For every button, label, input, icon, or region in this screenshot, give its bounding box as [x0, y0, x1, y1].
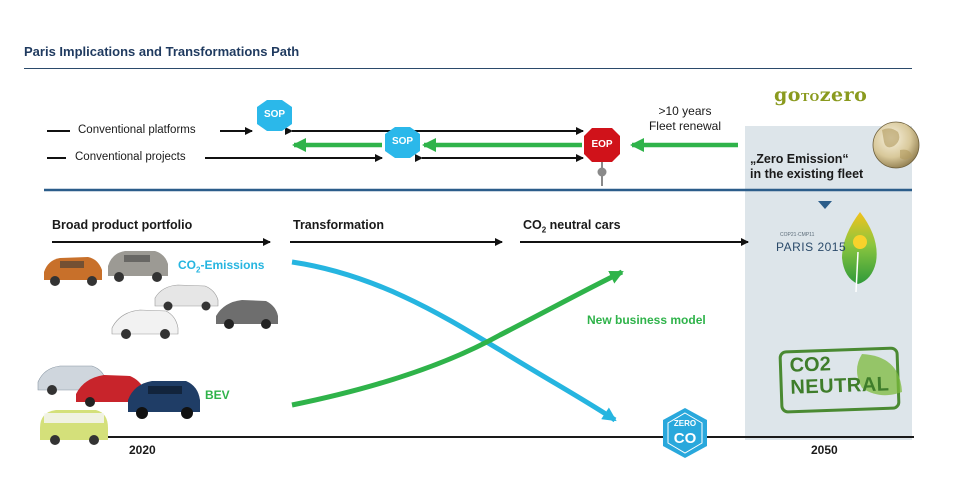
paris-cop-caption: COP21·CMP11: [780, 232, 815, 238]
eop-sign: [584, 128, 620, 162]
zero-emission-heading: „Zero Emission“: [750, 152, 849, 166]
bev-growth-curve: [291, 269, 624, 408]
paris-2015-leaf-icon: [842, 212, 877, 293]
logo-zero: zero: [819, 84, 868, 106]
zero-co2-badge-icon: [663, 408, 707, 458]
phase-co2-neutral-cars: CO2 neutral cars: [523, 218, 621, 235]
co2-subscript: 2: [541, 225, 547, 235]
combustion-cars-illustration: [44, 251, 278, 339]
page-title: Paris Implications and Transformations P…: [24, 44, 300, 59]
co2-emissions-prefix: CO: [178, 258, 196, 272]
sop-label-top: SOP: [263, 109, 286, 120]
conventional-projects-label: Conventional projects: [75, 151, 186, 163]
co2-emissions-curve: [291, 259, 617, 423]
car-icon: [128, 381, 200, 419]
panel-pointer: [818, 201, 832, 209]
eop-post-knob: [597, 167, 607, 177]
stamp-neutral: NEUTRAL: [790, 373, 890, 399]
sop-sign-top: [257, 100, 292, 131]
car-icon: [154, 284, 219, 311]
car-icon: [111, 309, 179, 339]
phase-transformation: Transformation: [293, 218, 384, 232]
zero-co2-top: ZERO: [673, 419, 697, 428]
sop-sign-middle: [385, 127, 420, 158]
car-icon: [216, 300, 278, 329]
co2-emissions-suffix: -Emissions: [200, 258, 265, 272]
go-to-zero-logo: goTOzero: [774, 84, 867, 106]
co2-text: CO: [523, 218, 542, 232]
car-icon: [44, 257, 102, 286]
sop-label-middle: SOP: [391, 136, 414, 147]
car-icon: [40, 410, 108, 445]
co2-neutral-stamp-icon: [778, 346, 902, 414]
co2-neutral-stamp-text: CO2 NEUTRAL: [789, 351, 890, 398]
zero-emission-label: „Zero Emission“ in the existing fleet: [750, 152, 863, 182]
year-end: 2050: [811, 443, 838, 457]
logo-to: TO: [800, 91, 820, 104]
new-business-model-label: New business model: [587, 313, 706, 327]
globe-icon: [872, 121, 920, 169]
neutral-cars-text: neutral cars: [546, 218, 621, 232]
car-icon: [108, 251, 168, 282]
conventional-platforms-label: Conventional platforms: [78, 124, 196, 136]
fleet-renewal-label: >10 years Fleet renewal: [640, 104, 730, 134]
title-rule: [24, 68, 912, 69]
bev-label: BEV: [205, 388, 230, 402]
phase-broad-portfolio: Broad product portfolio: [52, 218, 193, 232]
co2-emissions-subscript: 2: [196, 265, 201, 275]
zero-co2-bottom: CO: [673, 430, 697, 447]
eop-label: EOP: [591, 139, 613, 150]
zero-emission-subline: in the existing fleet: [750, 167, 864, 181]
renewal-fleet-text: Fleet renewal: [648, 119, 722, 133]
bev-cars-illustration: [37, 365, 200, 445]
year-start: 2020: [129, 443, 156, 457]
paris-2015-label: PARIS 2015: [776, 240, 847, 254]
zero-co2-badge-text: ZERO CO: [663, 418, 707, 447]
logo-go: go: [774, 84, 801, 106]
renewal-years-text: >10 years: [658, 104, 712, 118]
co2-emissions-label: CO2-Emissions: [178, 258, 264, 274]
